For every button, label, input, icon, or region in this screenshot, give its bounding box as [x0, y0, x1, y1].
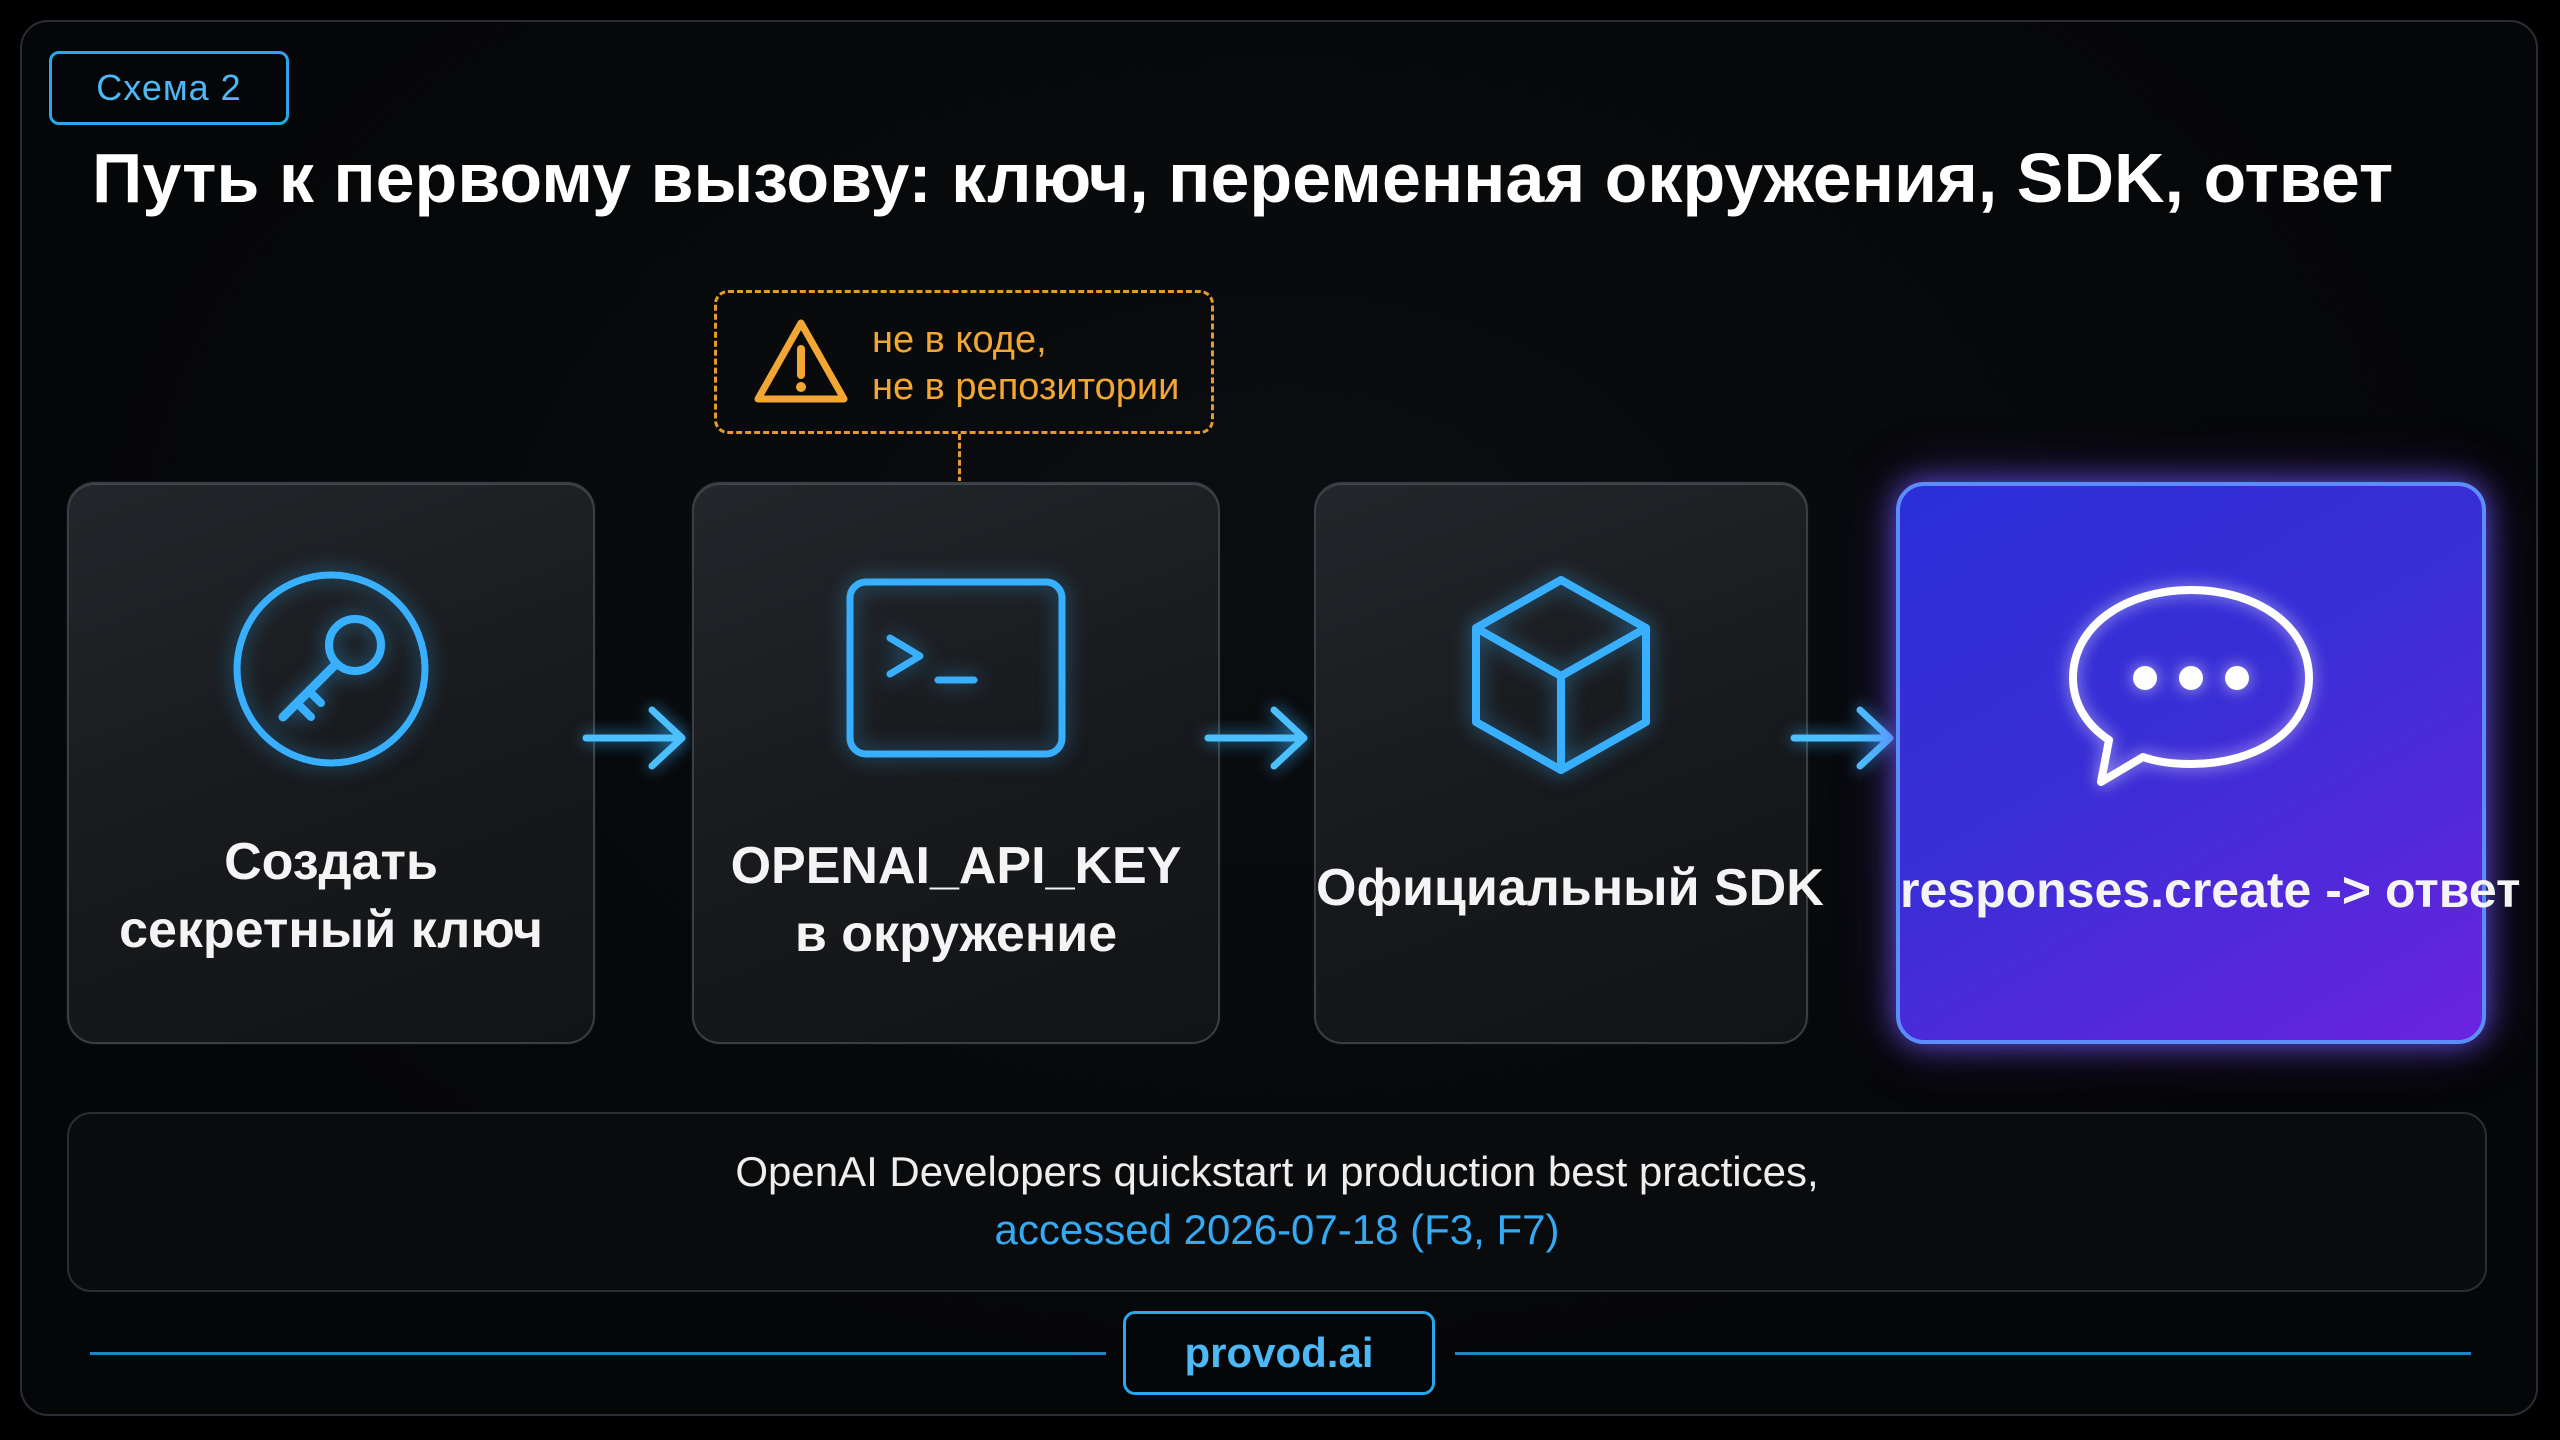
callout-line-1: не в коде,: [872, 319, 1047, 361]
key-icon: [233, 571, 429, 767]
footer-divider-right: [1455, 1352, 2471, 1355]
step-label-line-2: секретный ключ: [119, 901, 543, 959]
step-label-line-1: Создать: [224, 833, 438, 891]
step-card-create-key: Создать секретный ключ: [67, 482, 595, 1044]
step-label: Создать секретный ключ: [69, 828, 593, 964]
step-card-response: responses.create -> ответ: [1896, 482, 2521, 1044]
warning-triangle-icon: [754, 319, 848, 403]
step-label-line-1: Официальный SDK: [1316, 859, 1824, 917]
callout-line-2: не в репозитории: [872, 366, 1180, 408]
arrow-right-icon: [1204, 706, 1308, 770]
callout-leader-line: [958, 434, 961, 500]
terminal-icon: [846, 578, 1066, 758]
brand-label: provod.ai: [1123, 1311, 1435, 1395]
diagram-badge: Схема 2: [49, 51, 289, 125]
arrow-right-icon: [1790, 706, 1894, 770]
page-title: Путь к первому вызову: ключ, переменная …: [92, 139, 2394, 217]
step-card-sdk: Официальный SDK: [1314, 482, 1824, 1044]
arrow-right-icon: [582, 706, 686, 770]
source-line-2: accessed 2026-07-18 (F3, F7): [994, 1206, 1560, 1253]
cube-icon: [1472, 576, 1650, 774]
chat-bubble-icon: [2069, 586, 2313, 786]
callout-text: не в коде, не в репозитории: [872, 317, 1179, 411]
step-label: OPENAI_API_KEY в окружение: [694, 832, 1218, 968]
step-label: responses.create -> ответ: [1900, 856, 2521, 924]
footer-divider-left: [90, 1352, 1106, 1355]
step-label: Официальный SDK: [1316, 854, 1824, 922]
step-label-line-1: OPENAI_API_KEY: [730, 837, 1182, 895]
source-line-1: OpenAI Developers quickstart и productio…: [735, 1148, 1819, 1195]
warning-callout: не в коде, не в репозитории: [714, 290, 1214, 434]
step-card-env-var: OPENAI_API_KEY в окружение: [692, 482, 1220, 1044]
source-box: OpenAI Developers quickstart и productio…: [67, 1112, 2487, 1292]
step-label-line-2: в окружение: [794, 905, 1118, 963]
step-label-line-1: responses.create -> ответ: [1900, 862, 2521, 918]
